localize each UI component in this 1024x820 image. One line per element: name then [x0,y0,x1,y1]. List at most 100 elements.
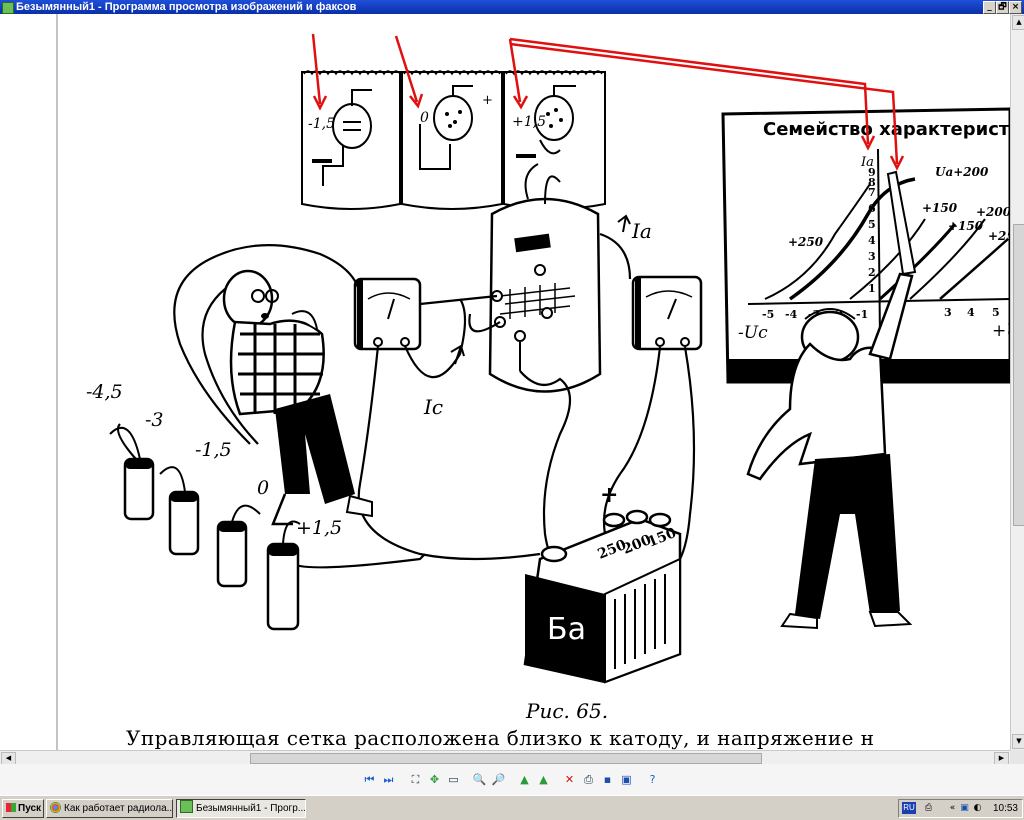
chrome-icon [50,802,61,813]
window-title: Безымянный1 - Программа просмотра изобра… [16,1,357,13]
zoom-out-icon[interactable]: 🔎 [491,773,506,786]
open-editor-icon[interactable]: ▣ [621,773,632,786]
save-icon[interactable]: ▪ [603,773,612,786]
help-icon[interactable]: ? [649,773,656,786]
best-fit-icon[interactable]: ⛶ [411,773,420,786]
poster-curve-label: +200 [976,205,1010,219]
image-viewer-icon [180,800,193,813]
red-annotation-arrows [311,33,905,171]
poster-title: Семейство характеристик [763,119,1010,140]
grid-current-label: Ic [423,395,443,419]
app-icon [2,2,14,14]
poster-x-tick: 5 [992,306,1000,319]
windows-logo-icon [6,803,16,812]
grid-batteries: -4,5 -3 -1,5 0 +1,5 [86,381,342,631]
anode-battery-label: Ба [547,612,586,647]
big-vacuum-tube [488,163,602,393]
slideshow-icon[interactable]: ▭ [448,773,459,786]
taskbar-item-label: Как работает радиола... [64,803,173,814]
scroll-corner [1010,750,1024,764]
print-icon[interactable]: ⎙ [584,773,593,786]
poster-plus-u: +U [992,321,1010,341]
poster-y-tick: 1 [868,282,876,295]
poster-curve-label: +250 [788,235,824,249]
poster-y-tick: 4 [868,234,876,247]
grid-meter [353,277,422,351]
delete-icon[interactable]: ✕ [564,773,575,786]
boy-pointing [746,170,917,630]
network-icon[interactable]: ▣ [960,803,969,813]
poster-x-tick: 4 [967,306,975,319]
close-button[interactable]: × [1009,1,1022,14]
horizontal-scrollbar[interactable]: ◀ ▶ [0,750,1010,765]
poster-curve-label: +150 [948,219,984,233]
poster-y-tick: 9 [868,166,876,179]
tube-panel-2: 0 + [401,70,503,210]
poster-curve-label: +150 [922,201,958,215]
anode-meter [631,275,703,351]
tray-expand-icon[interactable]: « [949,803,956,813]
start-label: Пуск [18,803,42,814]
scroll-up-icon[interactable]: ▲ [1012,15,1024,30]
poster-minus-uc: -Uc [738,323,768,343]
prev-image-icon[interactable]: ⏮ [364,773,375,786]
anode-current-label: Iа [631,219,652,243]
poster-x-tick: 3 [944,306,952,319]
poster-x-tick: -1 [856,308,868,321]
poster-y-tick: 2 [868,266,876,279]
actual-size-icon[interactable]: ✥ [429,773,440,786]
rotate-ccw-icon[interactable]: ▲ [539,773,548,786]
taskbar-item-browser[interactable]: Как работает радиола... [46,799,173,818]
tube-panel-3-value: +1,5 [512,114,546,130]
characteristics-poster: Семейство характеристик Iа 1 2 3 4 5 6 7… [721,107,1010,384]
battery-value-3: -1,5 [195,439,232,461]
poster-curve-label: +250 [988,229,1010,243]
poster-y-tick: 7 [868,186,876,199]
scroll-down-icon[interactable]: ▼ [1012,734,1024,749]
poster-y-tick: 3 [868,250,876,263]
plus-sign: + [482,93,493,108]
rotate-cw-icon[interactable]: ▲ [520,773,529,786]
battery-value-5: +1,5 [296,517,342,539]
battery-value-4: 0 [257,477,269,499]
minimize-button[interactable]: _ [983,1,996,14]
current-labels: Iа Ic [423,214,652,419]
vertical-scroll-thumb[interactable] [1013,224,1024,526]
poster-curve-uo-label: Uа+200 [935,165,989,179]
clock: 10:53 [992,803,1018,814]
tube-panel-2-value: 0 [420,110,429,126]
horizontal-scroll-thumb[interactable] [250,753,762,764]
window-titlebar[interactable]: Безымянный1 - Программа просмотра изобра… [0,0,1024,14]
system-tray: RU ⎙ « ▣ ◐ 10:53 [898,799,1023,818]
battery-value-1: -4,5 [86,381,123,403]
viewer-toolbar: ⏮ ⏭ ⛶ ✥ ▭ 🔍 🔎 ▲ ▲ ✕ ⎙ ▪ ▣ ? [0,764,1024,795]
page-text-line: Управляющая сетка расположена близко к к… [126,726,874,750]
image-viewport[interactable]: -1,5 0 + +1,5 [0,14,1010,750]
language-indicator[interactable]: RU [902,802,916,814]
maximize-button[interactable]: 🗗 [996,1,1009,14]
boy-with-glasses [222,269,373,526]
scroll-left-icon[interactable]: ◀ [1,752,16,765]
poster-y-tick: 5 [868,218,876,231]
start-button[interactable]: Пуск [2,799,44,818]
tube-panel-3: +1,5 [503,70,606,210]
taskbar-item-viewer[interactable]: Безымянный1 - Прогр... [176,799,306,818]
tube-panel-1: -1,5 [301,70,401,210]
poster-y-tick: 8 [868,176,876,189]
next-image-icon[interactable]: ⏭ [383,773,394,786]
tube-panel-1-value: -1,5 [308,116,335,132]
poster-ia-label: Iа [860,155,874,170]
printer-icon[interactable]: ⎙ [924,803,933,813]
anode-battery: Ба 250 200 150 + [523,482,682,684]
zoom-in-icon[interactable]: 🔍 [472,773,487,786]
battery-value-2: -3 [145,409,164,431]
poster-x-tick: -4 [785,308,798,321]
figure-caption: Рис. 65. [525,699,608,723]
scanned-illustration: -1,5 0 + +1,5 [56,14,1010,750]
taskbar: Пуск Как работает радиола... Безымянный1… [0,795,1024,820]
taskbar-item-label: Безымянный1 - Прогр... [196,803,306,814]
poster-x-tick: -5 [762,308,774,321]
battery-plus-sign: + [600,482,618,508]
vertical-scrollbar[interactable]: ▲ ▼ [1010,14,1024,750]
volume-icon[interactable]: ◐ [973,803,982,813]
